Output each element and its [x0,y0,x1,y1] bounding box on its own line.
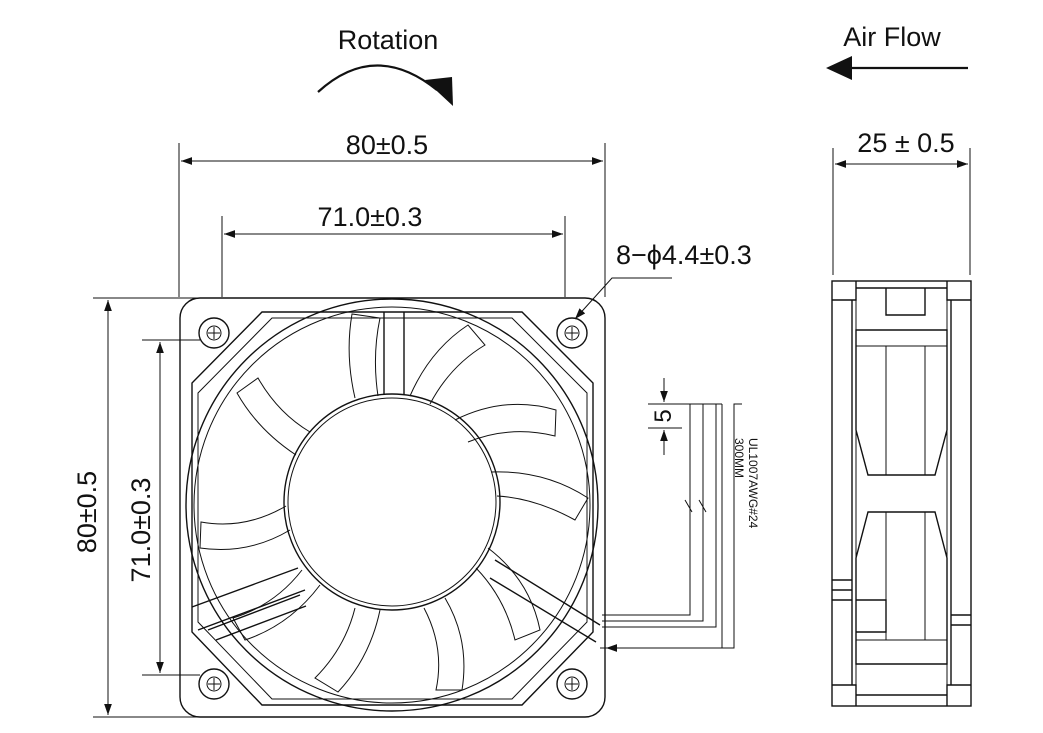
rotation-arrowhead [425,77,453,106]
side-impeller-lower [855,511,948,665]
fan-hub [283,393,501,611]
hole-spacing-horizontal-label: 71.0±0.3 [318,202,423,232]
mount-hole-callout-label: 8−ϕ4.4±0.3 [616,240,752,270]
airflow-arrowhead [826,56,852,80]
mount-hole-top-right [556,317,588,349]
side-impeller-upper [855,329,948,476]
side-frame [831,280,972,707]
fan-frame-inner [191,311,594,706]
wire-strip-dimension: 5 [648,378,682,455]
mount-hole-top-left [198,317,230,349]
airflow-indicator: Air Flow [826,22,968,80]
mount-hole-callout: 8−ϕ4.4±0.3 [574,240,752,320]
airflow-label: Air Flow [843,22,941,52]
wire-spec-callout: UL1007AWG#24 300MM [606,403,760,652]
wire-length-label: 300MM [732,438,746,478]
height-dimension-label: 80±0.5 [72,471,102,553]
fan-blades [199,313,589,693]
hole-spacing-horizontal-dimension: 71.0±0.3 [221,202,566,297]
fan-front-view [179,297,723,718]
depth-dimension: 25 ± 0.5 [832,128,971,275]
mount-hole-bottom-right [556,668,588,700]
fan-venturi [185,298,599,712]
hole-spacing-vertical-label: 71.0±0.3 [126,478,156,583]
width-dimension-label: 80±0.5 [346,130,428,160]
rotation-arrow-icon [317,64,438,93]
width-dimension: 80±0.5 [178,130,606,297]
fan-side-view [831,280,972,707]
rotation-indicator: Rotation [317,25,453,106]
fan-struts [191,312,601,643]
fan-frame [179,297,606,718]
depth-dimension-label: 25 ± 0.5 [857,128,954,158]
height-dimension: 80±0.5 [72,297,200,718]
hole-spacing-vertical-dimension: 71.0±0.3 [126,339,200,676]
rotation-label: Rotation [338,25,439,55]
lead-wires [600,403,723,649]
wire-spec-label: UL1007AWG#24 [746,438,760,529]
mount-hole-bottom-left [198,668,230,700]
wire-strip-label: 5 [650,409,677,422]
